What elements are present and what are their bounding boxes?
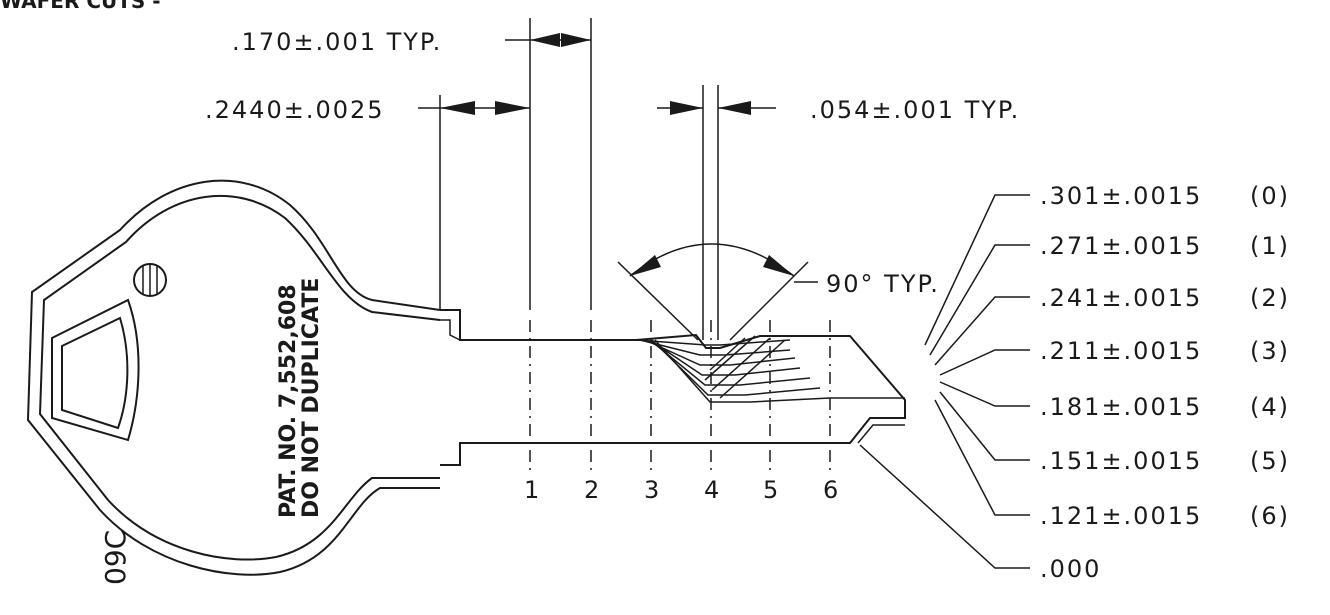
depth-code: (0) <box>1250 182 1290 210</box>
position-label: 3 <box>644 476 659 504</box>
header-fragment: WAFER CUTS - <box>0 0 161 13</box>
depth-value: .211±.0015 <box>1040 337 1202 365</box>
dimension-shoulder: .2440±.0025 <box>205 95 530 310</box>
depth-value: .000 <box>1040 555 1101 583</box>
dim-angle-label: 90° TYP. <box>826 270 940 298</box>
depth-code: (2) <box>1250 284 1290 312</box>
patent-label: PAT. NO. 7,552,608 <box>276 284 301 518</box>
position-label: 5 <box>763 476 778 504</box>
position-label: 2 <box>584 476 599 504</box>
warning-label: DO NOT DUPLICATE <box>299 278 324 518</box>
depth-value: .121±.0015 <box>1040 502 1202 530</box>
key-code-label: 09C <box>99 530 132 585</box>
depth-code: (1) <box>1250 232 1290 260</box>
dimension-top-width: .170±.001 TYP. <box>232 18 592 310</box>
depth-value: .151±.0015 <box>1040 447 1202 475</box>
bow-window <box>51 298 140 442</box>
dim-top-width-label: .170±.001 TYP. <box>232 28 442 56</box>
key-blade <box>440 309 906 466</box>
dimension-angle: 90° TYP. <box>617 243 940 341</box>
brand-circle-logo-icon <box>133 263 167 297</box>
depth-code: (3) <box>1250 337 1290 365</box>
depth-value: .241±.0015 <box>1040 284 1202 312</box>
cut-position-labels: 1 2 3 4 5 6 <box>524 476 838 504</box>
depth-value: .271±.0015 <box>1040 232 1202 260</box>
depth-value: .301±.0015 <box>1040 182 1202 210</box>
dim-flat-width-label: .054±.001 TYP. <box>810 96 1020 124</box>
depth-code: (6) <box>1250 502 1290 530</box>
depth-code: (5) <box>1250 447 1290 475</box>
depth-callouts: .301±.0015 (0) .271±.0015 (1) .241±.0015… <box>859 182 1290 583</box>
position-label: 4 <box>704 476 719 504</box>
position-label: 1 <box>524 476 539 504</box>
depth-value: .181±.0015 <box>1040 393 1202 421</box>
dimension-flat-width: .054±.001 TYP. <box>657 85 1020 340</box>
key-head: 09C PAT. NO. 7,552,608 DO NOT DUPLICATE <box>26 179 441 585</box>
depth-code: (4) <box>1250 393 1290 421</box>
position-label: 6 <box>823 476 838 504</box>
dim-shoulder-label: .2440±.0025 <box>205 96 385 124</box>
